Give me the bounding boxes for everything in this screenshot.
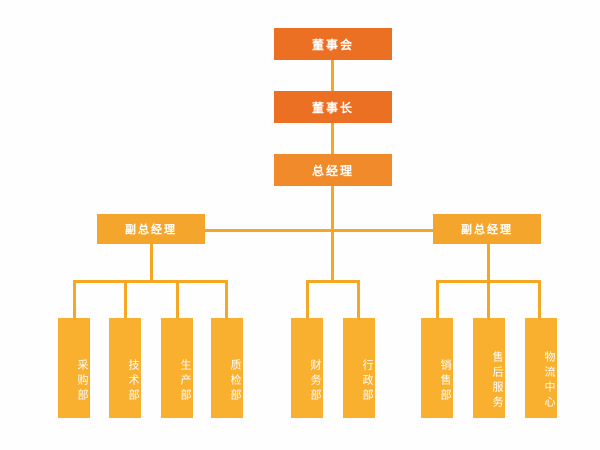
node-label: 生产部 — [179, 358, 191, 404]
node-department-after-sales-service[interactable]: 售后服务 — [473, 318, 505, 418]
connector-gm-trunk — [331, 186, 334, 282]
node-label: 董事会 — [311, 37, 354, 52]
node-label: 财务部 — [309, 358, 321, 404]
node-department-sales[interactable]: 销售部 — [421, 318, 453, 418]
connector-drop-finance — [306, 280, 309, 318]
connector-drop-quality — [225, 280, 228, 318]
connector-vp-right-stem — [487, 244, 490, 281]
node-label: 总经理 — [311, 163, 354, 178]
connector-vp-crossbar — [150, 229, 513, 232]
node-department-administration[interactable]: 行政部 — [343, 318, 375, 418]
node-department-logistics-center[interactable]: 物流中心 — [525, 318, 557, 418]
connector-chairman-to-gm — [331, 123, 334, 155]
node-department-finance[interactable]: 财务部 — [291, 318, 323, 418]
node-board-of-directors[interactable]: 董事会 — [274, 28, 392, 60]
connector-drop-aftersales — [487, 280, 490, 318]
node-label: 副总经理 — [125, 224, 177, 236]
node-label: 技术部 — [127, 358, 139, 404]
connector-drop-sales — [436, 280, 439, 318]
node-chairman[interactable]: 董事长 — [274, 91, 392, 123]
node-department-procurement[interactable]: 采购部 — [58, 318, 90, 418]
connector-drop-technology — [124, 280, 127, 318]
connector-drop-procurement — [73, 280, 76, 318]
node-label: 采购部 — [76, 358, 88, 404]
connector-drop-logistics — [538, 280, 541, 318]
node-department-production[interactable]: 生产部 — [161, 318, 193, 418]
node-label: 质检部 — [229, 358, 241, 404]
node-label: 副总经理 — [461, 224, 513, 236]
node-department-quality-inspection[interactable]: 质检部 — [211, 318, 243, 418]
connector-drop-production — [176, 280, 179, 318]
node-label: 物流中心 — [543, 351, 555, 411]
node-department-technology[interactable]: 技术部 — [109, 318, 141, 418]
connector-middle-group-bus — [306, 280, 360, 283]
node-vice-general-manager-right[interactable]: 副总经理 — [433, 214, 541, 244]
node-label: 行政部 — [361, 358, 373, 404]
connector-vp-left-stem — [150, 244, 153, 281]
connector-left-group-bus — [73, 280, 228, 283]
connector-drop-administration — [357, 280, 360, 318]
node-vice-general-manager-left[interactable]: 副总经理 — [97, 214, 205, 244]
node-label: 董事长 — [311, 100, 354, 115]
connector-board-to-chairman — [331, 60, 334, 92]
node-label: 销售部 — [439, 358, 451, 404]
node-label: 售后服务 — [491, 351, 503, 411]
node-general-manager[interactable]: 总经理 — [274, 154, 392, 186]
